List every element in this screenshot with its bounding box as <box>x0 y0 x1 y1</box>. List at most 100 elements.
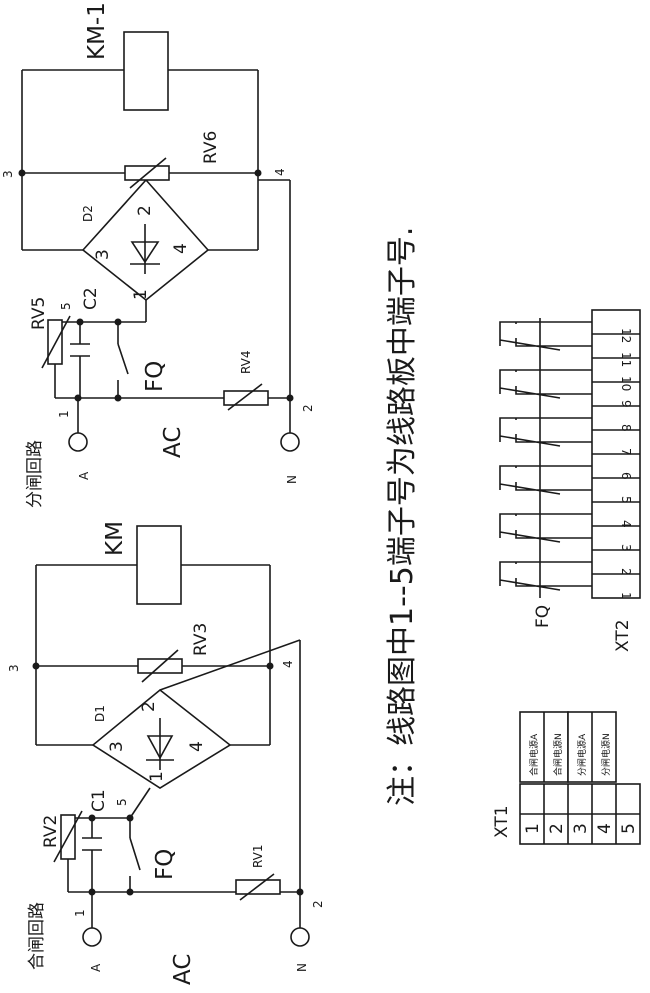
rv2-label: RV2 <box>41 815 61 848</box>
rv1-varistor <box>235 873 281 901</box>
junction <box>32 662 40 670</box>
xt2-terminal-9: 9 <box>619 400 633 408</box>
xt1-terminal-5: 5 <box>619 823 639 834</box>
xt2-terminal-5: 5 <box>619 496 633 504</box>
node-5-label: 5 <box>115 798 129 806</box>
xt2-terminal-4: 4 <box>619 520 633 528</box>
terminal-n-label: N <box>295 963 309 972</box>
rv4-varistor <box>223 383 269 411</box>
rv3-label: RV3 <box>191 623 211 656</box>
junction <box>114 394 122 402</box>
xt2-terminal-7: 7 <box>619 448 633 456</box>
bridge-2-label: 2 <box>135 205 155 216</box>
xt1-desc-close-a: 合闸电源A <box>528 733 540 776</box>
d2-bridge-rectifier <box>81 178 210 302</box>
xt2-contact-pair <box>499 417 592 447</box>
junction <box>296 888 304 896</box>
ac-source-label: AC <box>170 954 196 985</box>
xt2-contact-pair <box>499 369 592 399</box>
node-3-label: 3 <box>7 664 21 672</box>
rv4-label: RV4 <box>239 350 253 374</box>
rv1-label: RV1 <box>251 844 265 868</box>
xt1-terminal-2: 2 <box>547 823 567 834</box>
xt2-fq-label: FQ <box>533 605 553 628</box>
fq-contact <box>129 837 141 871</box>
xt1-terminal-3: 3 <box>571 823 591 834</box>
node-5-label: 5 <box>59 302 73 310</box>
bridge-1-label: 1 <box>131 289 151 300</box>
fq-label: FQ <box>142 361 168 392</box>
xt1-terminal-block: XT1 1 2 3 4 5 合闸电源A 合闸电源N 分闸电源A 分闸电源N <box>492 711 641 845</box>
xt1-label: XT1 <box>492 805 512 838</box>
xt2-terminal-6: 6 <box>619 472 633 480</box>
terminal-n-circle <box>290 927 310 947</box>
xt1-desc-open-a: 分闸电源A <box>576 733 588 776</box>
node-1-label: 1 <box>73 909 87 917</box>
node-4-label: 4 <box>273 168 287 176</box>
c2-label: C2 <box>81 287 101 310</box>
bridge-4-label: 4 <box>171 243 191 254</box>
bridge-1-label: 1 <box>147 771 167 782</box>
xt1-desc-open-n: 分闸电源N <box>600 733 612 776</box>
rv6-label: RV6 <box>201 131 221 164</box>
close-circuit-title: 合闸回路 <box>27 902 47 970</box>
xt2-terminal-12: 12 <box>619 328 633 343</box>
junction <box>266 662 274 670</box>
km-coil <box>136 525 182 605</box>
ac-source-label: AC <box>160 427 186 458</box>
xt2-terminal-8: 8 <box>619 424 633 432</box>
xt2-terminal-1: 1 <box>619 592 633 600</box>
node-3-label: 3 <box>1 170 15 178</box>
junction <box>126 888 134 896</box>
fq-label: FQ <box>152 849 178 880</box>
open-circuit-title: 分闸回路 <box>25 440 45 508</box>
terminal-n-label: N <box>285 475 299 484</box>
xt2-contact-pair <box>499 465 592 495</box>
xt1-terminal-4: 4 <box>595 823 615 834</box>
junction <box>18 169 26 177</box>
open-circuit: 分闸回路 A N AC 1 RV5 C2 5 FQ <box>1 2 315 508</box>
node-4-label: 4 <box>281 660 295 668</box>
terminal-a-label: A <box>77 471 91 480</box>
xt2-contact-pair <box>499 513 592 543</box>
d2-label: D2 <box>81 205 95 222</box>
xt2-terminal-3: 3 <box>619 544 633 552</box>
terminal-n-circle <box>280 432 300 452</box>
junction <box>286 394 294 402</box>
d1-bridge-rectifier <box>91 688 232 789</box>
node-1-label: 1 <box>57 410 71 418</box>
rv5-varistor <box>41 315 71 369</box>
km-1-coil <box>123 31 169 111</box>
terminal-a-label: A <box>89 963 103 972</box>
xt1-desc-close-n: 合闸电源N <box>552 733 564 776</box>
close-circuit: 合闸回路 A N AC 1 RV2 C1 5 FQ <box>7 521 325 985</box>
wire <box>159 639 301 691</box>
fq-contact <box>117 343 129 375</box>
xt2-contact-pair <box>499 561 592 591</box>
bridge-4-label: 4 <box>187 741 207 752</box>
xt2-contacts <box>499 321 592 591</box>
bridge-3-label: 3 <box>93 249 113 260</box>
bridge-3-label: 3 <box>107 741 127 752</box>
xt1-terminal-1: 1 <box>523 823 543 834</box>
xt2-contact-pair <box>499 321 592 351</box>
c1-label: C1 <box>89 789 109 812</box>
rv5-label: RV5 <box>29 297 49 330</box>
footnote: 注：线路图中1--5端子号为线路板中端子号. <box>385 227 420 806</box>
rv6-varistor <box>124 157 170 189</box>
rv3-varistor <box>137 649 183 683</box>
xt2-label: XT2 <box>613 619 633 652</box>
km-label: KM <box>102 521 128 556</box>
node-2-label: 2 <box>311 900 325 908</box>
wire <box>129 787 151 819</box>
rv2-varistor <box>53 810 83 863</box>
xt2-terminal-10: 10 <box>619 376 633 391</box>
xt2-terminal-2: 2 <box>619 568 633 576</box>
terminal-a-circle <box>68 432 88 452</box>
d1-label: D1 <box>93 705 107 722</box>
xt2-terminal-11: 11 <box>619 352 633 367</box>
bridge-2-label: 2 <box>139 701 159 712</box>
